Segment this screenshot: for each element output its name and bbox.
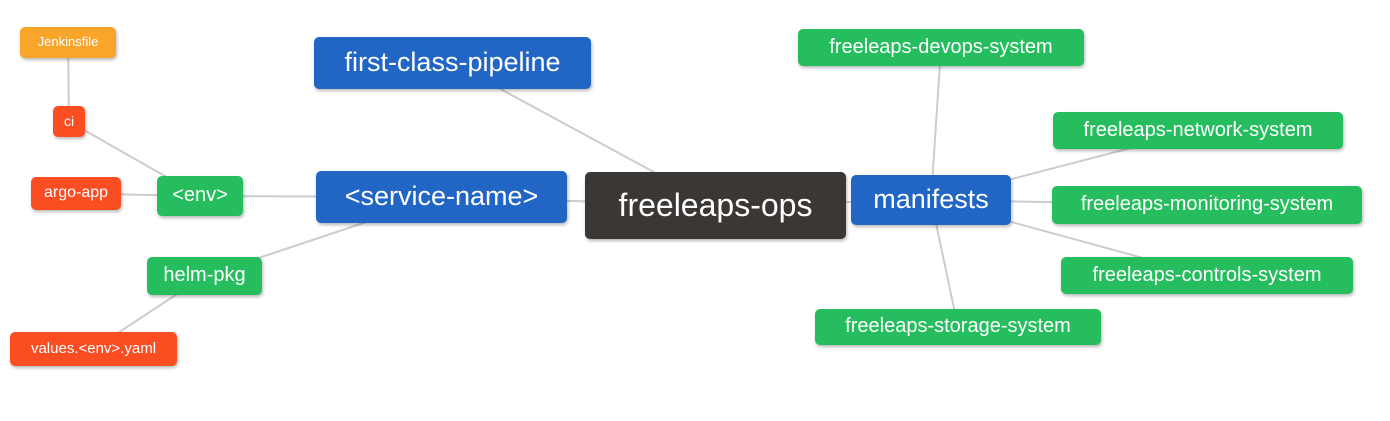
edge-manifests-devops-system [930,47,942,201]
node-network-system[interactable]: freeleaps-network-system [1053,112,1343,149]
node-ci[interactable]: ci [53,106,85,137]
node-storage-system[interactable]: freeleaps-storage-system [815,309,1101,345]
node-monitoring-system[interactable]: freeleaps-monitoring-system [1052,186,1362,224]
node-freeleaps-ops[interactable]: freeleaps-ops [585,172,846,239]
node-service-name[interactable]: <service-name> [316,171,567,223]
node-controls-system[interactable]: freeleaps-controls-system [1061,257,1353,294]
node-jenkinsfile[interactable]: Jenkinsfile [20,27,116,58]
node-argo-app[interactable]: argo-app [31,177,121,210]
node-env[interactable]: <env> [157,176,243,216]
node-helm-pkg[interactable]: helm-pkg [147,257,262,295]
node-manifests[interactable]: manifests [851,175,1011,225]
node-values-env-yaml[interactable]: values.<env>.yaml [10,332,177,366]
node-first-class-pipeline[interactable]: first-class-pipeline [314,37,591,89]
node-devops-system[interactable]: freeleaps-devops-system [798,29,1084,66]
